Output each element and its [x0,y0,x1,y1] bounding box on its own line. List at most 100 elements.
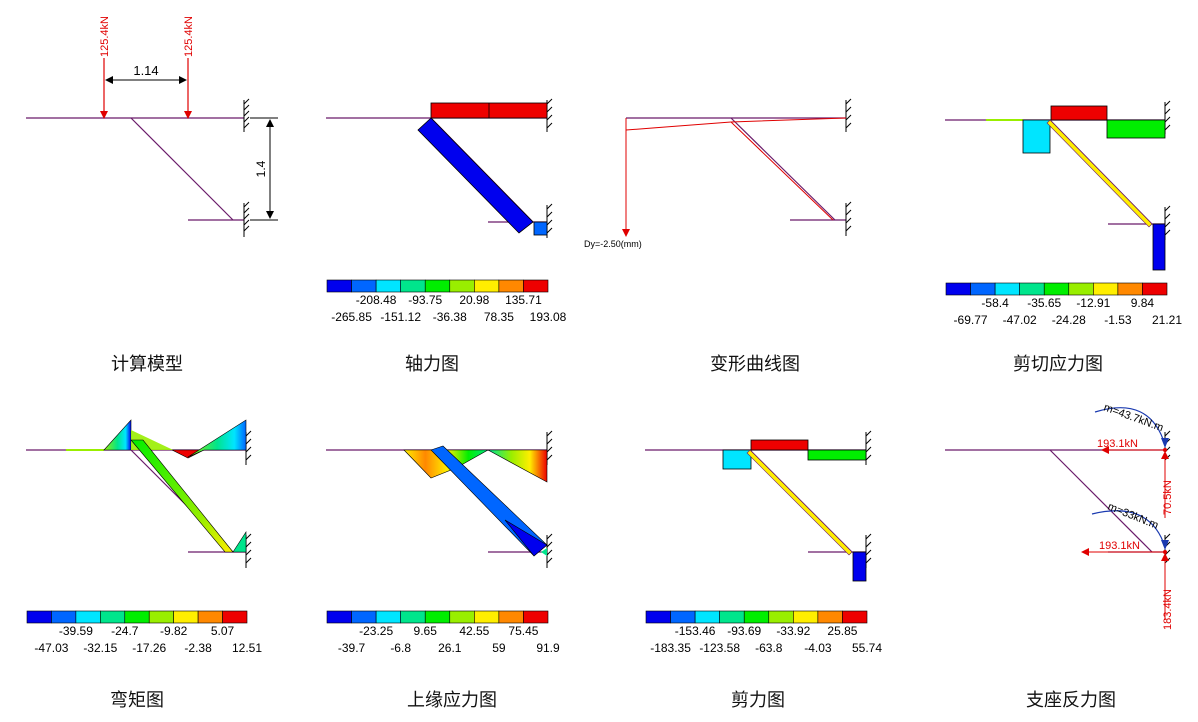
legend-swatch [994,282,1020,296]
legend-tick-label: 26.1 [438,641,462,655]
axial-bar-diagonal [417,117,534,234]
shear-stress-block-3 [1106,119,1166,139]
fixed-support-icon [245,430,252,568]
legend-swatch [768,610,794,624]
legend-swatch [670,610,696,624]
legend-swatch [1142,282,1168,296]
legend-swatch [449,279,475,293]
legend-swatch [498,279,524,293]
legend-swatch [400,610,426,624]
legend-tick-label: -93.69 [727,624,761,638]
legend-swatch [424,610,451,624]
moment-area-diagonal [130,439,234,553]
fixed-support-icon [865,430,872,568]
panel-reaction: m=43.7kN.m 193.1kN 70.5kN m=33kN.m 193.1… [945,402,1174,630]
caption-shear: 剪力图 [731,690,785,711]
legend-swatch [817,610,843,624]
deformed-beam [625,117,847,131]
legend-tick-label: 78.35 [484,310,514,324]
legend-swatch [100,610,126,624]
caption-axial: 轴力图 [405,354,459,375]
dy-label: Dy=-2.50(mm) [584,239,642,249]
legend-swatch [1117,282,1143,296]
legend-tick-label: -39.7 [338,641,366,655]
legend-swatch [1068,282,1094,296]
legend-tick-label: -183.35 [650,641,691,655]
legend-tick-label: -47.03 [34,641,68,655]
legend-swatch [124,610,150,624]
deformed-strut [730,121,834,221]
legend-tick-label: -4.03 [804,641,832,655]
fixed-support-icon [1164,100,1171,240]
legend-tick-label: 42.55 [459,624,489,638]
panel-moment [26,419,252,568]
legend-tick-label: 193.08 [530,310,567,324]
legend-swatch [1043,282,1070,296]
shear-stress-block-2 [1050,105,1108,121]
legend-swatch [375,610,401,624]
legend-tick-label: -24.28 [1052,313,1086,327]
panel-model: 125.4kN 125.4kN 1.14 1.4 [26,16,278,237]
axial-bar-bottom [533,221,548,236]
legend-tick-label: -151.12 [380,310,421,324]
legend-swatch [645,610,671,624]
caption-reaction: 支座反力图 [1026,690,1116,711]
legend-tick-label: 20.98 [459,293,489,307]
legend-tick-label: -1.53 [1104,313,1132,327]
reaction-moment-top: m=43.7kN.m [1102,402,1165,435]
panel-axial [326,98,553,238]
legend-swatch [945,282,971,296]
legend-tick-label: -36.38 [433,310,467,324]
legend-tick-label: 9.65 [414,624,438,638]
legend-tick-label: -2.38 [184,641,212,655]
load-label-1: 125.4kN [99,16,111,57]
legend-swatch [474,610,500,624]
caption-model: 计算模型 [111,354,183,375]
dimension-horizontal: 1.14 [105,63,187,84]
legend-tick-label: -23.25 [359,624,393,638]
legend-tick-label: -33.92 [776,624,810,638]
dimension-horizontal-label: 1.14 [133,63,158,78]
legend-swatch [694,610,720,624]
legend-tick-label: -39.59 [59,624,93,638]
legend-swatch [148,610,174,624]
dimension-vertical-label: 1.4 [254,160,268,177]
moment-area-3 [187,419,247,458]
legend-tick-label: -24.7 [111,624,139,638]
legend-swatch [26,610,52,624]
legend-swatch [197,610,223,624]
legend-swatch [970,282,996,296]
panel-deformation: Dy=-2.50(mm) [584,98,852,249]
reaction-moment-bottom: m=33kN.m [1106,501,1160,532]
shear-block-2 [750,439,809,451]
legend-tick-label: 5.07 [211,624,235,638]
moment-arc-top-icon [1094,407,1166,446]
legend-tick-label: -9.82 [160,624,188,638]
panel-shear-stress [945,100,1171,271]
reaction-force-top-v: 70.5kN [1162,480,1174,515]
legend-tick-label: -12.91 [1076,296,1110,310]
dimension-vertical: 1.4 [250,117,278,221]
legend-tick-label: 21.21 [1152,313,1182,327]
shear-block-3 [807,449,867,461]
legend-tick-label: 25.85 [827,624,857,638]
legend-swatch [400,279,426,293]
legend-swatch [375,279,401,293]
legend-swatch [523,610,549,624]
legend-tick-label: -265.85 [331,310,372,324]
legend-tick-label: -17.26 [132,641,166,655]
legend-swatch [326,610,352,624]
legend-tick-label: 55.74 [852,641,882,655]
caption-moment: 弯矩图 [110,690,164,711]
fixed-support-icon [546,430,553,568]
legend-swatch [222,610,248,624]
caption-top-stress: 上缘应力图 [407,690,497,711]
legend-swatch [351,610,377,624]
fixed-support-icon [546,98,553,238]
legend-tick-label: -63.8 [755,641,783,655]
fixed-support-icon [845,98,852,236]
legend-swatch [793,610,819,624]
legend-swatch [351,279,377,293]
